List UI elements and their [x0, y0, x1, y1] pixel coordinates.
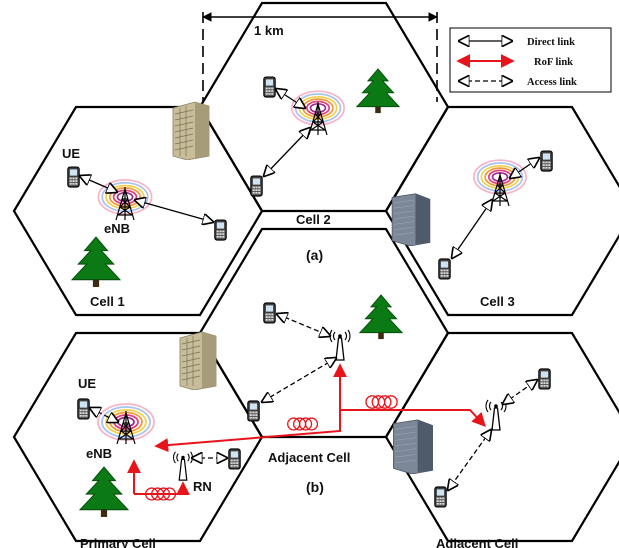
- legend-access-label: Access link: [527, 77, 577, 88]
- hex-adjacent-cell-right: [384, 331, 619, 543]
- direct-link: [510, 158, 539, 178]
- panel-b-caption: (b): [306, 479, 324, 495]
- hex-cell-1: [12, 105, 264, 317]
- building-icon: [179, 331, 217, 390]
- access-link: [277, 314, 330, 336]
- hex-cell-2: [198, 1, 450, 213]
- rof-link: [134, 481, 190, 496]
- access-link: [503, 380, 537, 404]
- direct-link: [264, 128, 310, 176]
- tree-icon: [359, 294, 403, 340]
- fiber-coil-icon: [287, 417, 319, 431]
- hex-cell-3: [384, 105, 619, 317]
- building-icon: [391, 193, 431, 246]
- panel-a: UE eNB Cell 2 (a) Cell 1 Cell 3: [62, 68, 553, 309]
- panel-a-caption: (a): [306, 247, 323, 263]
- legend-rof-label: RoF link: [534, 57, 573, 68]
- enb-label: eNB: [104, 221, 130, 236]
- fiber-coil-icon: [365, 395, 398, 409]
- direct-link: [135, 200, 213, 222]
- adjacent-cell-center-label: Adjacent Cell: [268, 450, 350, 465]
- adjacent-cell-right-label: Adjacent Cell: [436, 536, 518, 548]
- ue-phone-icon: [228, 448, 241, 470]
- relay-node-icon: [172, 451, 194, 481]
- access-link: [448, 430, 491, 490]
- access-link: [90, 408, 118, 422]
- ue-phone-icon: [77, 398, 90, 420]
- ue-phone-icon: [247, 400, 260, 422]
- direct-link: [276, 89, 305, 108]
- ue-phone-icon: [434, 486, 447, 508]
- ue-phone-icon: [250, 175, 263, 197]
- tree-icon: [79, 466, 129, 518]
- panel-b: UE eNB RN Adjacent Cell (b) Primary Cell…: [77, 294, 551, 548]
- cell-3-label: Cell 3: [480, 294, 515, 309]
- cell-2-label: Cell 2: [296, 212, 331, 227]
- ue-phone-icon: [67, 166, 80, 188]
- scale-label: 1 km: [254, 23, 284, 38]
- primary-cell-label: Primary Cell: [80, 536, 156, 548]
- access-link: [262, 358, 336, 402]
- ue-phone-icon: [438, 258, 451, 280]
- rof-link: [154, 410, 341, 453]
- rn-label: RN: [193, 479, 212, 494]
- hex-primary-cell: [12, 331, 264, 543]
- remote-antenna-icon: [329, 329, 351, 361]
- ue-phone-icon: [540, 150, 553, 172]
- ue-label: UE: [78, 376, 96, 391]
- ue-phone-icon: [263, 76, 276, 98]
- rof-link: [340, 409, 486, 428]
- enb-tower-icon: [490, 172, 510, 207]
- direct-link: [452, 200, 492, 258]
- tree-icon: [356, 68, 400, 114]
- direct-link: [80, 176, 117, 192]
- ue-phone-icon: [538, 368, 551, 390]
- ue-phone-icon: [214, 219, 227, 241]
- remote-antenna-icon: [485, 399, 507, 431]
- tree-icon: [71, 236, 121, 288]
- legend-direct-label: Direct link: [527, 37, 575, 48]
- cell-1-label: Cell 1: [90, 294, 125, 309]
- scale-bar: 1 km: [202, 12, 438, 102]
- ue-label: UE: [62, 146, 80, 161]
- enb-label: eNB: [86, 446, 112, 461]
- building-icon: [172, 101, 210, 160]
- ue-phone-icon: [263, 302, 276, 324]
- building-icon: [392, 419, 434, 474]
- legend: Direct link RoF link Access link: [449, 27, 612, 93]
